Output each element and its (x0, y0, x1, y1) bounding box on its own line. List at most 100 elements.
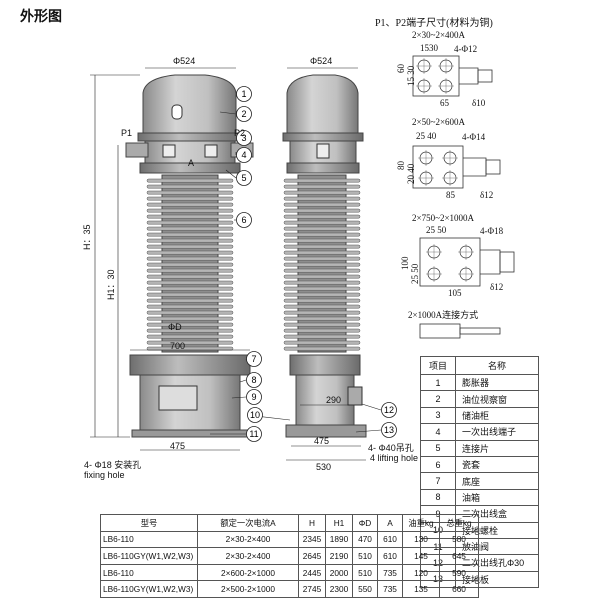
parts-item-name: 油位视察窗 (455, 390, 539, 408)
callout-number: 5 (241, 173, 246, 183)
callout-number: 8 (251, 375, 256, 385)
insulator-shed (283, 226, 361, 231)
insulator-shed (283, 298, 361, 303)
h-label: H：35 (82, 224, 92, 250)
front-diameter-label: Φ524 (173, 56, 196, 66)
parts-item-name: 膨胀器 (455, 373, 539, 392)
front-insulator (146, 174, 234, 353)
parts-item-name: 储油柜 (455, 406, 539, 425)
insulator-shed (283, 280, 361, 285)
spec-cell: 2×600-2×1000 (197, 563, 299, 582)
terminal-drawings (412, 55, 515, 339)
spec-cell: 1890 (325, 530, 353, 549)
insulator-shed (146, 244, 234, 249)
t1-thickness: δ10 (472, 98, 486, 108)
callout-circle (236, 106, 252, 122)
t3-rating: 2×750~2×1000A (412, 213, 475, 223)
parts-item-name: 连接片 (455, 439, 539, 457)
insulator-shed (146, 238, 234, 243)
callout-circle (246, 389, 262, 405)
insulator-shed (283, 262, 361, 267)
callout-number: 4 (241, 150, 246, 160)
lifting-hole-label: 4- Φ40吊孔 (368, 443, 414, 453)
side-290-label: 290 (326, 395, 342, 405)
parts-header-name: 名称 (455, 356, 539, 375)
insulator-shed (283, 328, 361, 333)
t1-d2: 65 (440, 98, 449, 108)
insulator-shed (146, 250, 234, 255)
t2-v2: 20 40 (406, 163, 416, 184)
callout-circle (381, 422, 397, 438)
callout-number: 1 (241, 89, 246, 99)
t3-v2: 25 50 (410, 263, 420, 284)
spec-header-cell: 油重kg (402, 514, 440, 532)
spec-cell: LB6-110 (100, 563, 198, 582)
t1-v1: 60 (396, 64, 406, 73)
insulator-shed (146, 214, 234, 219)
insulator-shed (283, 274, 361, 279)
insulator-shed (283, 304, 361, 309)
spec-header-cell: 型号 (100, 514, 198, 532)
callout-number: 9 (251, 392, 256, 402)
spec-cell: 735 (377, 580, 403, 598)
side-conservator (286, 140, 360, 174)
spec-cell: 645 (439, 547, 479, 565)
insulator-shed (283, 184, 361, 189)
spec-header-cell: 总重kg (439, 514, 479, 532)
spec-header-cell: A (377, 514, 403, 532)
insulator-shed (146, 322, 234, 327)
insulator-shed (146, 316, 234, 321)
side-expander (282, 74, 364, 142)
t1-d1: 1530 (420, 43, 438, 53)
callout-circle (236, 170, 252, 186)
insulator-shed (146, 190, 234, 195)
insulator-shed (146, 178, 234, 183)
t3-d1: 25 50 (426, 225, 447, 235)
front-base (129, 354, 251, 438)
fixing-hole-label: 4- Φ18 安装孔 (84, 460, 142, 470)
parts-row: 2 油位视察窗 (420, 390, 539, 408)
insulator-shed (283, 268, 361, 273)
parts-item-name: 底座 (455, 472, 539, 490)
t3-hole: 4-Φ18 (480, 226, 504, 236)
spec-cell: 2×500-2×1000 (197, 580, 299, 598)
callout-circle (236, 147, 252, 163)
front-expander (137, 74, 242, 142)
base-width-2-label: 475 (170, 441, 186, 451)
callout-circle (247, 407, 263, 423)
t2-rating: 2×50~2×600A (412, 117, 466, 127)
t3-thickness: δ12 (490, 282, 504, 292)
spec-cell: LB6-110GY(W1,W2,W3) (100, 580, 198, 598)
side-530-label: 530 (316, 462, 332, 472)
parts-item-number: 8 (420, 488, 456, 507)
t1-v2: 15 30 (406, 65, 416, 86)
parts-row: 4 一次出线端子 (420, 423, 539, 441)
insulator-shed (283, 202, 361, 207)
callout-circle (246, 426, 262, 442)
insulator-shed (283, 286, 361, 291)
callout-circle (236, 86, 252, 102)
insulator-shed (283, 238, 361, 243)
side-base (285, 354, 367, 438)
spec-cell: 2000 (325, 563, 353, 582)
front-conservator (125, 140, 254, 174)
insulator-shed (283, 178, 361, 183)
parts-header-item: 项目 (420, 356, 456, 375)
parts-row: 8 油箱 (420, 488, 539, 507)
spec-cell: 550 (352, 580, 378, 598)
parts-item-number: 5 (420, 439, 456, 457)
spec-cell: LB6-110GY(W1,W2,W3) (100, 547, 198, 565)
callout-circle (236, 130, 252, 146)
base-width-label: 700 (170, 341, 186, 351)
spec-cell: 135 (402, 580, 440, 598)
callout-circle (381, 402, 397, 418)
t1-rating: 2×30~2×400A (412, 30, 466, 40)
dimension-lines (90, 67, 366, 461)
insulator-shed (283, 190, 361, 195)
callout-number: 10 (250, 410, 260, 420)
